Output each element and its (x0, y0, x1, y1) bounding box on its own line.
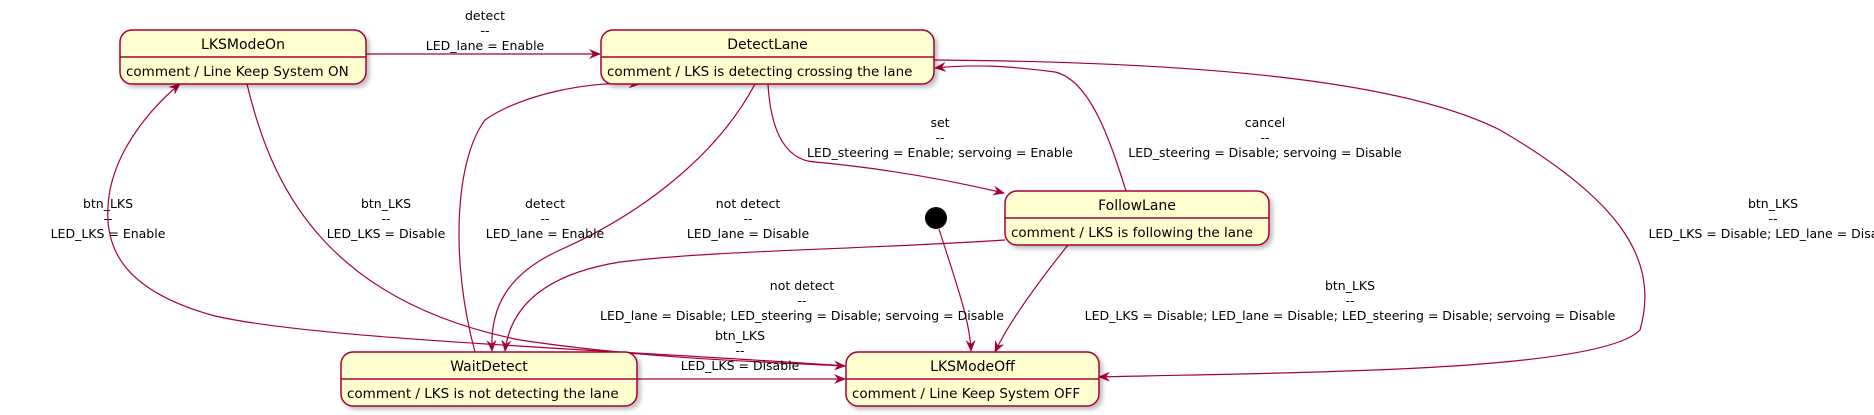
transition-label-line: -- (1768, 211, 1777, 226)
transition-label-follow-to-wait: not detect--LED_lane = Disable; LED_stee… (600, 278, 1004, 323)
transition-label-line: -- (1260, 130, 1269, 145)
transition-label-line: LED_lane = Disable; LED_steering = Disab… (600, 308, 1004, 323)
state-name: FollowLane (1098, 198, 1176, 214)
state-name: LKSModeOff (930, 359, 1015, 375)
state-description: comment / Line Keep System OFF (852, 386, 1080, 402)
transition-label-line: LED_lane = Disable (687, 226, 810, 241)
state-waitdetect: WaitDetect comment / LKS is not detecting… (340, 351, 638, 407)
transition-label-line: btn_LKS (715, 328, 765, 343)
transition-label-off-to-on: btn_LKS--LED_LKS = Enable (51, 196, 166, 241)
transition-wait-to-detect (458, 78, 641, 353)
transition-label-on-to-detect: detect--LED_lane = Enable (426, 8, 545, 53)
state-followlane: FollowLane comment / LKS is following the… (1004, 190, 1270, 246)
transition-label-line: detect (525, 196, 565, 211)
transition-label-line: LED_LKS = Disable; LED_lane = Disable; L… (1085, 308, 1616, 323)
transition-label-wait-to-off: btn_LKS--LED_LKS = Disable (681, 328, 800, 373)
transition-label-line: -- (540, 211, 549, 226)
transitions-layer (107, 49, 1646, 384)
transition-off-to-on (107, 83, 847, 367)
transition-label-line: LED_LKS = Enable (51, 226, 166, 241)
transition-label-wait-to-detect: detect--LED_lane = Enable (486, 196, 605, 241)
transition-label-line: btn_LKS (1325, 278, 1375, 293)
transition-label-follow-to-off: btn_LKS--LED_LKS = Disable; LED_lane = D… (1085, 278, 1616, 323)
transition-label-on-to-off: btn_LKS--LED_LKS = Disable (327, 196, 446, 241)
state-lksmodeoff: LKSModeOff comment / Line Keep System OFF (845, 351, 1100, 407)
transition-detect-to-off (933, 59, 1646, 382)
state-name: LKSModeOn (201, 37, 285, 53)
transition-label-line: LED_LKS = Disable (327, 226, 446, 241)
transition-label-line: -- (381, 211, 390, 226)
transition-label-line: -- (1345, 293, 1354, 308)
transition-label-line: LED_steering = Enable; servoing = Enable (807, 145, 1073, 160)
transition-label-line: LED_lane = Enable (426, 38, 545, 53)
transition-labels-layer: detect--LED_lane = Enableset--LED_steeri… (51, 8, 1874, 373)
transition-label-line: -- (935, 130, 944, 145)
state-name: DetectLane (727, 37, 808, 53)
transition-label-follow-to-detect: cancel--LED_steering = Disable; servoing… (1128, 115, 1402, 160)
transition-label-line: not detect (770, 278, 835, 293)
transition-label-line: -- (743, 211, 752, 226)
initial-transition (938, 228, 976, 352)
transition-label-line: -- (103, 211, 112, 226)
state-description: comment / LKS is not detecting the lane (347, 386, 619, 402)
transition-label-line: btn_LKS (83, 196, 133, 211)
transition-label-detect-to-off: btn_LKS--LED_LKS = Disable; LED_lane = D… (1648, 196, 1874, 241)
transition-label-line: LED_steering = Disable; servoing = Disab… (1128, 145, 1402, 160)
transition-label-line: LED_lane = Enable (486, 226, 605, 241)
transition-detect-to-follow (767, 83, 1005, 196)
transition-label-detect-to-follow: set--LED_steering = Enable; servoing = E… (807, 115, 1073, 160)
transition-label-detect-to-wait: not detect--LED_lane = Disable (687, 196, 810, 241)
transition-label-line: not detect (716, 196, 781, 211)
transition-label-line: LED_LKS = Disable; LED_lane = Disable (1648, 226, 1874, 241)
transition-label-line: detect (465, 8, 505, 23)
transition-label-line: set (930, 115, 949, 130)
transition-detect-to-wait (486, 83, 756, 352)
state-description: comment / LKS is following the lane (1011, 225, 1253, 241)
transition-follow-to-off (994, 244, 1069, 353)
state-detectlane: DetectLane comment / LKS is detecting cro… (600, 29, 935, 85)
initial-state-marker (925, 207, 947, 229)
transition-follow-to-detect (934, 61, 1127, 192)
state-description: comment / LKS is detecting crossing the … (607, 64, 912, 80)
transition-label-line: btn_LKS (361, 196, 411, 211)
states-layer: LKSModeOn comment / Line Keep System ON De… (119, 29, 1270, 407)
transition-label-line: -- (797, 293, 806, 308)
state-name: WaitDetect (450, 359, 528, 375)
transition-label-line: cancel (1245, 115, 1286, 130)
transition-label-line: btn_LKS (1748, 196, 1798, 211)
state-lksmodeon: LKSModeOn comment / Line Keep System ON (119, 29, 367, 85)
transition-on-to-off (246, 83, 846, 371)
transition-label-line: LED_LKS = Disable (681, 358, 800, 373)
transition-label-line: -- (480, 23, 489, 38)
transition-follow-to-wait (501, 239, 1006, 352)
transition-label-line: -- (735, 343, 744, 358)
state-description: comment / Line Keep System ON (126, 64, 349, 80)
